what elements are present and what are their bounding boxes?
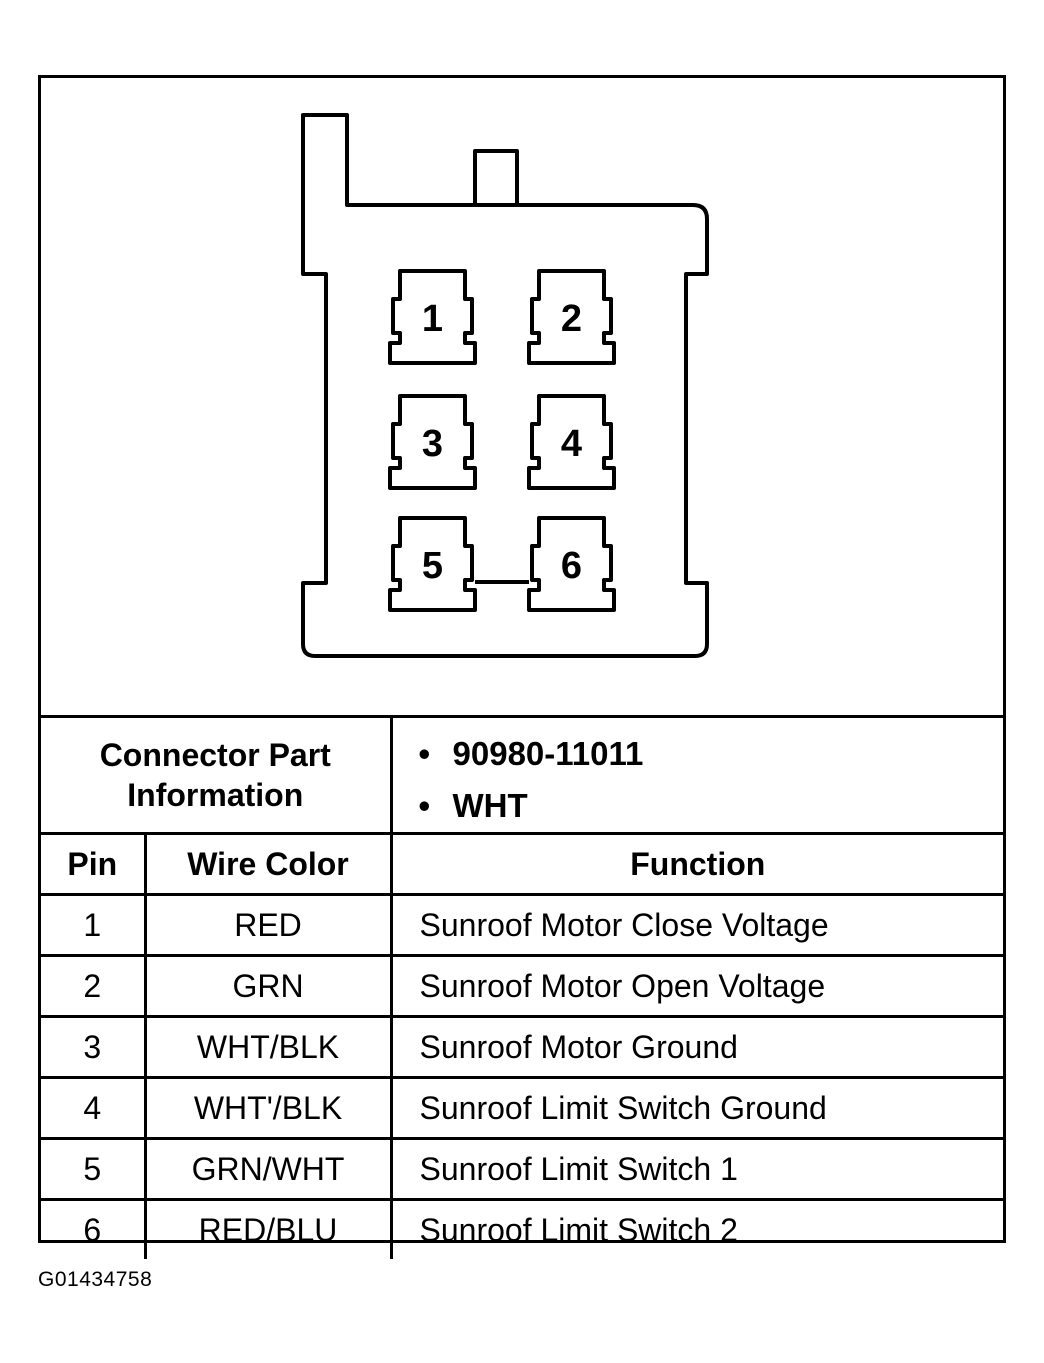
pin-cell: 2: [41, 954, 147, 1018]
table-row: 2 GRN Sunroof Motor Open Voltage: [41, 954, 1004, 1018]
pin-cell: 1: [41, 893, 147, 957]
pin-column-header: Pin: [41, 832, 147, 896]
wire-color-cell: WHT/BLK: [143, 1015, 393, 1079]
pin-cell: 3: [41, 1015, 147, 1079]
wire-color-cell: RED/BLU: [143, 1198, 393, 1259]
pin-label-5: 5: [422, 545, 443, 587]
wire-color-cell: RED: [143, 893, 393, 957]
pin-cavity-3: [388, 394, 477, 490]
pin-cell: 4: [41, 1076, 147, 1140]
pin-cell: 6: [41, 1198, 147, 1259]
pin-cavity-1: [388, 269, 477, 365]
wire-color-column-header: Wire Color: [143, 832, 393, 896]
function-cell: Sunroof Limit Switch Ground: [389, 1076, 1004, 1140]
connector-part-info-label: Connector Part Information: [41, 715, 393, 835]
table-row: 4 WHT'/BLK Sunroof Limit Switch Ground: [41, 1076, 1004, 1140]
pin-label-2: 2: [561, 298, 582, 340]
table-row: 6 RED/BLU Sunroof Limit Switch 2: [41, 1198, 1004, 1259]
pin-label-1: 1: [422, 298, 443, 340]
pin-cell: 5: [41, 1137, 147, 1201]
pin-label-4: 4: [561, 423, 582, 465]
wire-color-cell: WHT'/BLK: [143, 1076, 393, 1140]
pin-cavity-5: [388, 516, 477, 612]
info-label-line-1: Connector Part: [99, 737, 331, 773]
table-header-row: Pin Wire Color Function: [41, 832, 1004, 896]
function-cell: Sunroof Motor Open Voltage: [389, 954, 1004, 1018]
connector-housing: [301, 113, 709, 658]
table-row: 1 RED Sunroof Motor Close Voltage: [41, 893, 1004, 957]
figure-id: G01434758: [38, 1268, 153, 1291]
function-cell: Sunroof Limit Switch 2: [389, 1198, 1004, 1259]
wire-color-cell: GRN/WHT: [143, 1137, 393, 1201]
connector-part-info-values: 90980-11011 WHT: [389, 715, 1004, 835]
connector-drawing: 1 2 3 4 5 6: [301, 113, 709, 658]
pin-cavity-2: [527, 269, 616, 365]
info-label-line-2: Information: [127, 777, 304, 813]
table-row: 5 GRN/WHT Sunroof Limit Switch 1: [41, 1137, 1004, 1201]
function-cell: Sunroof Motor Ground: [389, 1015, 1004, 1079]
connector-face-view: 1 2 3 4 5 6: [41, 78, 1003, 715]
function-cell: Sunroof Motor Close Voltage: [389, 893, 1004, 957]
connector-part-info-row: Connector Part Information 90980-11011 W…: [41, 715, 1004, 835]
part-number: 90980-11011: [419, 728, 1004, 780]
function-cell: Sunroof Limit Switch 1: [389, 1137, 1004, 1201]
function-column-header: Function: [389, 832, 1004, 896]
pin-label-6: 6: [561, 545, 582, 587]
connector-spec-table: Connector Part Information 90980-11011 W…: [41, 715, 1004, 1259]
pin-cavity-4: [527, 394, 616, 490]
table-row: 3 WHT/BLK Sunroof Motor Ground: [41, 1015, 1004, 1079]
wire-color-cell: GRN: [143, 954, 393, 1018]
pin-label-3: 3: [422, 423, 443, 465]
connector-color: WHT: [419, 780, 1004, 832]
pin-cavity-6: [527, 516, 616, 612]
